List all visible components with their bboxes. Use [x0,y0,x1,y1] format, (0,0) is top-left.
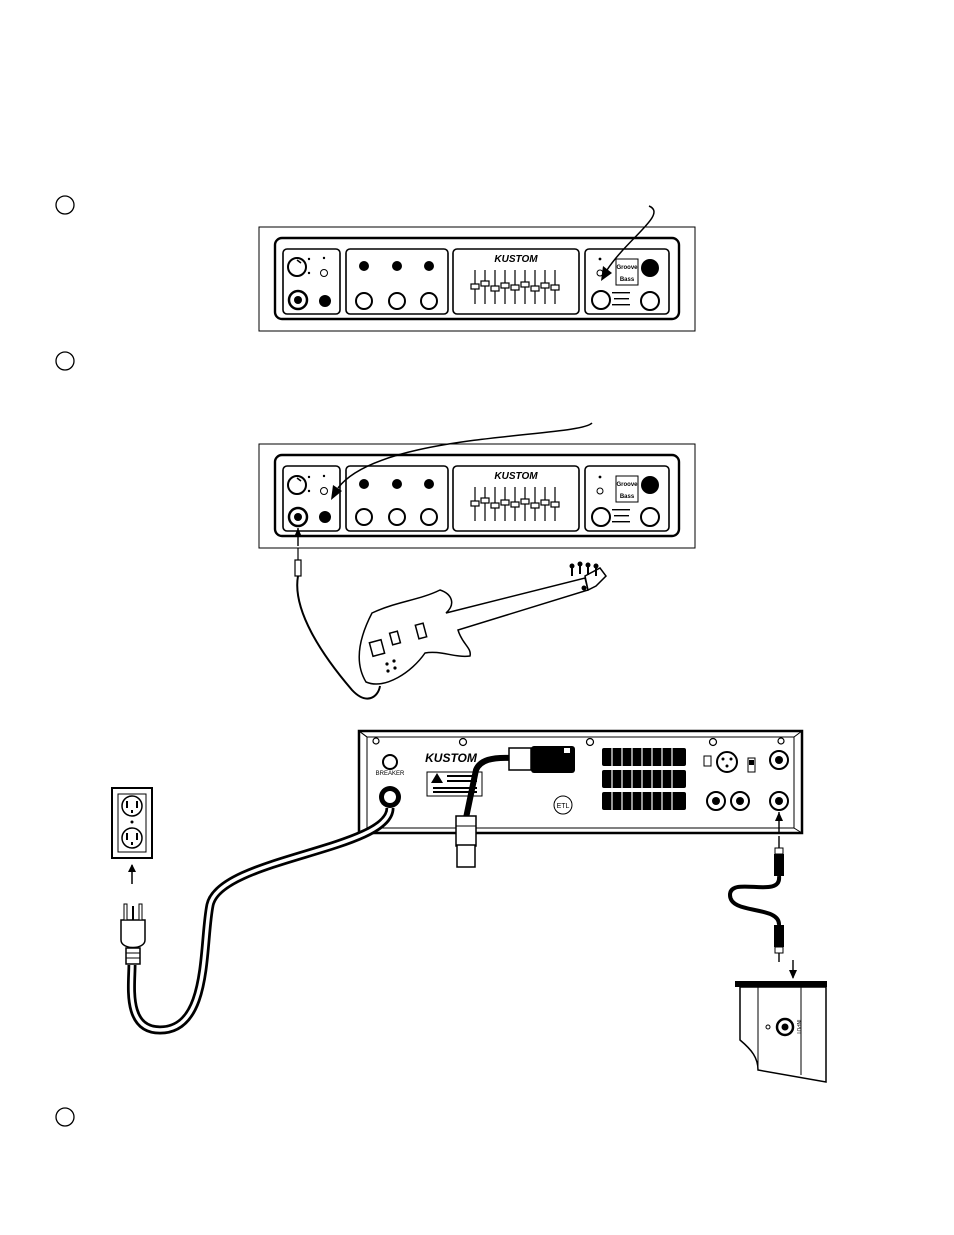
guitar-cable [296,575,381,700]
xlr-cable [455,746,575,868]
rear-panel-brand: KUSTOM [425,751,478,765]
breaker-label: BREAKER [376,771,405,777]
speaker-cabinet: INPUT [735,981,827,1083]
cabinet-jack-label: INPUT [795,1020,801,1035]
step-marker-3 [55,1107,75,1127]
guitar-cable-plug [294,548,302,577]
badge-2-line1: Groove [616,482,638,488]
step-marker-1 [55,195,75,215]
power-plug-icon [120,903,146,965]
front-panel-2-brand: KUSTOM [494,471,538,482]
amp-front-panel-1: KUSTOM Groove Bass [258,226,696,332]
input-jack-2-icon [287,506,309,528]
cert-mark: ETL [557,803,570,810]
power-arrow [606,205,655,271]
amp-front-panel-2: KUSTOM Groove Bass [258,443,696,549]
wall-outlet-icon [111,787,153,859]
speaker-cable [727,836,784,962]
gain-arrow [337,422,593,489]
badge-1-line1: Groove [616,265,638,271]
amp-rear-panel: BREAKER KUSTOM ETL [357,729,804,835]
power-cable [126,807,395,1035]
front-panel-1-brand: KUSTOM [494,254,538,265]
step-marker-2 [55,351,75,371]
badge-2-line2: Bass [620,494,635,500]
badge-1-line2: Bass [620,277,635,283]
bass-guitar-illustration [358,567,607,685]
input-jack-icon [287,289,309,311]
